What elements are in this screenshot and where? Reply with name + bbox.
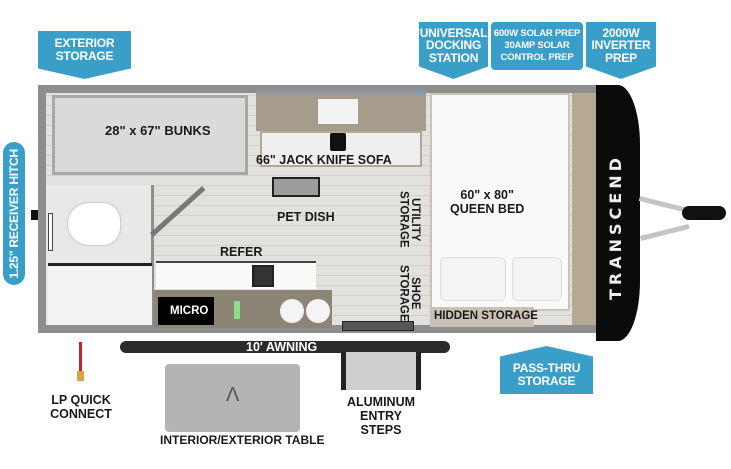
lp-line: [79, 342, 82, 372]
label-line: CONNECT: [50, 406, 112, 421]
sofa-label: 66" JACK KNIFE SOFA: [256, 153, 392, 167]
callout-line: STORAGE: [517, 374, 576, 388]
brand-logo: TRANSCEND: [606, 154, 625, 300]
label-line: LP QUICK: [51, 393, 111, 407]
control-panel-screen: [318, 99, 358, 124]
queen-bed-label: 60" x 80" QUEEN BED: [450, 188, 525, 217]
shower: [48, 263, 152, 325]
sofa-pillow: [330, 133, 346, 151]
bunk-beds: [52, 95, 248, 175]
hitch-tongue-lower: [640, 223, 690, 241]
table-label: INTERIOR/EXTERIOR TABLE: [160, 433, 325, 447]
solar-prep-callout: 600W SOLAR PREP 30AMP SOLAR CONTROL PREP: [491, 22, 583, 70]
utility-storage-label: UTILITY STORAGE: [397, 191, 422, 248]
bed-pillow: [512, 257, 562, 301]
hidden-storage-label: HIDDEN STORAGE: [434, 310, 538, 322]
kitchen-counter: [156, 261, 316, 289]
lp-quick-connect-label: LP QUICK CONNECT: [48, 393, 114, 422]
callout-line: 600W SOLAR PREP: [493, 28, 581, 40]
trailer-floorplan: 28" x 67" BUNKS 66" JACK KNIFE SOFA PET …: [38, 85, 598, 333]
green-indicator: [234, 301, 240, 319]
stove-burner: [252, 265, 274, 287]
queen-bed-size: 60" x 80": [460, 188, 514, 202]
pass-thru-storage-callout: PASS-THRU STORAGE: [500, 346, 593, 394]
callout-line: UNIVERSAL: [419, 25, 488, 40]
callout-line: 1.25" RECEIVER HITCH: [6, 148, 21, 279]
label-line: ALUMINUM: [346, 395, 416, 409]
hitch-coupler: [682, 206, 726, 220]
sink: [280, 299, 304, 323]
entry-steps-label: ALUMINUM ENTRY STEPS: [340, 395, 422, 437]
label-line: ENTRY STEPS: [360, 408, 402, 437]
interior-exterior-table: [165, 364, 300, 432]
bathroom-vent: [48, 213, 53, 251]
callout-line: EXTERIOR: [54, 36, 115, 51]
toilet: [68, 203, 120, 245]
callout-line: INVERTER: [591, 38, 651, 53]
callout-line: 30AMP SOLAR: [504, 40, 570, 52]
callout-line: STORAGE: [55, 49, 114, 63]
universal-docking-callout: UNIVERSAL DOCKING STATION: [419, 22, 488, 79]
refer-label: REFER: [220, 245, 263, 259]
exterior-storage-callout: EXTERIOR STORAGE: [38, 31, 131, 79]
callout-line: PASS-THRU: [512, 361, 581, 376]
hidden-storage: [430, 307, 534, 327]
inverter-prep-callout: 2000W INVERTER PREP: [586, 22, 656, 79]
entry-mat: [342, 321, 414, 331]
pet-dish: [272, 177, 320, 197]
front-cap: [596, 85, 640, 341]
pass-thru-storage-area: [572, 93, 598, 325]
shoe-storage-label: SHOE STORAGE: [397, 265, 422, 322]
callout-line: STATION: [428, 50, 479, 65]
bunks-label: 28" x 67" BUNKS: [105, 123, 211, 138]
bed-pillow: [440, 257, 506, 301]
callout-line: PREP: [605, 50, 637, 65]
awning-label: 10' AWNING: [246, 340, 318, 354]
table-leg-icon: Λ: [226, 384, 240, 406]
callout-line: 2000W: [602, 25, 640, 40]
lp-fitting: [77, 371, 84, 381]
pet-dish-label: PET DISH: [277, 210, 335, 224]
callout-line: CONTROL PREP: [500, 51, 574, 63]
hitch-tongue-upper: [638, 196, 689, 213]
micro-label: MICRO: [170, 305, 209, 317]
sink: [306, 299, 330, 323]
receiver-hitch-callout: 1.25" RECEIVER HITCH: [3, 142, 25, 285]
callout-line: DOCKING: [425, 38, 482, 53]
queen-bed-type: QUEEN BED: [450, 201, 525, 216]
microwave: [158, 297, 214, 325]
entry-steps: [341, 352, 421, 390]
receiver-hitch-block: [31, 210, 38, 220]
awning: [120, 341, 450, 353]
